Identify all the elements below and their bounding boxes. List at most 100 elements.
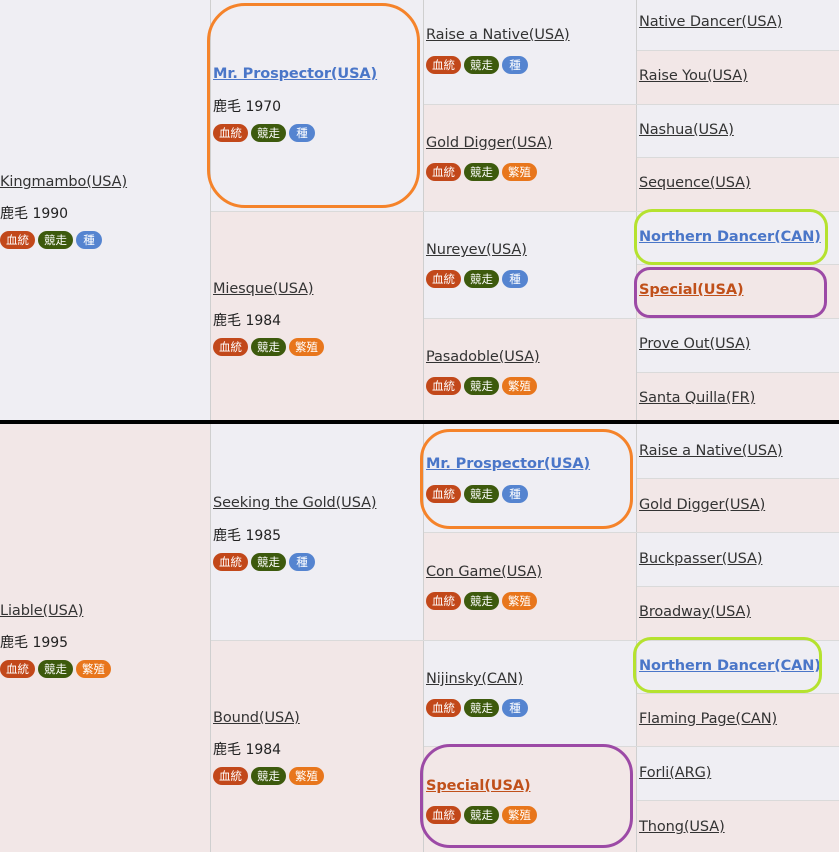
- horse-cell-gen2-3: Seeking the Gold(USA) 鹿毛 1985 血統 競走 種: [211, 424, 423, 640]
- column-divider: [423, 0, 424, 852]
- broodmare-badge[interactable]: 繁殖: [502, 592, 537, 610]
- pedigree-badge[interactable]: 血統: [213, 767, 248, 785]
- horse-color-year: 鹿毛 1984: [213, 742, 282, 758]
- horse-name-link[interactable]: Sequence(USA): [639, 175, 751, 191]
- race-record-badge[interactable]: 競走: [251, 338, 286, 356]
- horse-name-link[interactable]: Mr. Prospector(USA): [213, 66, 378, 82]
- horse-cell-gen4-11: Buckpasser(USA): [637, 533, 839, 586]
- horse-cell-gen4-9: Raise a Native(USA): [637, 424, 839, 478]
- badge-group: 血統 競走 繁殖: [426, 806, 537, 824]
- stud-badge[interactable]: 種: [502, 270, 528, 288]
- horse-name-link[interactable]: Mr. Prospector(USA): [426, 456, 591, 472]
- stud-badge[interactable]: 種: [502, 485, 528, 503]
- race-record-badge[interactable]: 競走: [38, 660, 73, 678]
- horse-name-link[interactable]: Santa Quilla(FR): [639, 390, 756, 406]
- race-record-badge[interactable]: 競走: [464, 592, 499, 610]
- horse-name-link[interactable]: Nashua(USA): [639, 122, 734, 138]
- badge-group: 血統 競走 種: [426, 699, 528, 717]
- pedigree-badge[interactable]: 血統: [426, 56, 461, 74]
- row-divider: [637, 800, 839, 801]
- broodmare-badge[interactable]: 繁殖: [76, 660, 111, 678]
- horse-name-link[interactable]: Special(USA): [639, 282, 744, 298]
- horse-name-link[interactable]: Broadway(USA): [639, 604, 751, 620]
- pedigree-badge[interactable]: 血統: [426, 377, 461, 395]
- horse-name-link[interactable]: Raise a Native(USA): [639, 443, 783, 459]
- race-record-badge[interactable]: 競走: [464, 270, 499, 288]
- row-divider: [424, 532, 839, 533]
- horse-name-link[interactable]: Miesque(USA): [213, 281, 314, 297]
- race-record-badge[interactable]: 競走: [464, 56, 499, 74]
- horse-cell-gen4-6: Special(USA): [637, 265, 839, 318]
- horse-name-link[interactable]: Nijinsky(CAN): [426, 671, 524, 687]
- race-record-badge[interactable]: 競走: [251, 124, 286, 142]
- pedigree-badge[interactable]: 血統: [213, 553, 248, 571]
- horse-name-link[interactable]: Bound(USA): [213, 710, 300, 726]
- horse-name-link[interactable]: Special(USA): [426, 778, 531, 794]
- horse-name-link[interactable]: Nureyev(USA): [426, 242, 527, 258]
- row-divider: [637, 157, 839, 158]
- horse-cell-gen3-7: Nijinsky(CAN) 血統 競走 種: [424, 641, 636, 746]
- horse-name-link[interactable]: Pasadoble(USA): [426, 349, 540, 365]
- horse-cell-gen4-7: Prove Out(USA): [637, 319, 839, 372]
- horse-name-link[interactable]: Gold Digger(USA): [639, 497, 766, 513]
- race-record-badge[interactable]: 競走: [38, 231, 73, 249]
- pedigree-badge[interactable]: 血統: [213, 338, 248, 356]
- row-divider: [424, 318, 839, 319]
- horse-name-link[interactable]: Liable(USA): [0, 603, 84, 619]
- stud-badge[interactable]: 種: [289, 553, 315, 571]
- pedigree-badge[interactable]: 血統: [426, 163, 461, 181]
- pedigree-badge[interactable]: 血統: [426, 485, 461, 503]
- pedigree-badge[interactable]: 血統: [426, 806, 461, 824]
- horse-color-year: 鹿毛 1995: [0, 635, 69, 651]
- horse-name-link[interactable]: Native Dancer(USA): [639, 14, 783, 30]
- race-record-badge[interactable]: 競走: [464, 377, 499, 395]
- row-divider: [637, 50, 839, 51]
- pedigree-badge[interactable]: 血統: [426, 592, 461, 610]
- stud-badge[interactable]: 種: [502, 699, 528, 717]
- stud-badge[interactable]: 種: [289, 124, 315, 142]
- horse-color-year: 鹿毛 1990: [0, 206, 69, 222]
- stud-badge[interactable]: 種: [502, 56, 528, 74]
- pedigree-badge[interactable]: 血統: [213, 124, 248, 142]
- broodmare-badge[interactable]: 繁殖: [289, 767, 324, 785]
- horse-name-link[interactable]: Con Game(USA): [426, 564, 542, 580]
- badge-group: 血統 競走 繁殖: [0, 660, 111, 678]
- race-record-badge[interactable]: 競走: [464, 485, 499, 503]
- pedigree-badge[interactable]: 血統: [0, 231, 35, 249]
- pedigree-badge[interactable]: 血統: [426, 699, 461, 717]
- stud-badge[interactable]: 種: [76, 231, 102, 249]
- horse-name-link[interactable]: Northern Dancer(CAN): [639, 229, 821, 245]
- horse-name-link[interactable]: Kingmambo(USA): [0, 174, 128, 190]
- row-divider: [637, 586, 839, 587]
- pedigree-badge[interactable]: 血統: [0, 660, 35, 678]
- horse-name-link[interactable]: Prove Out(USA): [639, 336, 751, 352]
- horse-color-year: 鹿毛 1984: [213, 313, 282, 329]
- horse-name-link[interactable]: Flaming Page(CAN): [639, 711, 778, 727]
- horse-cell-gen4-15: Forli(ARG): [637, 747, 839, 800]
- row-divider: [424, 746, 839, 747]
- race-record-badge[interactable]: 競走: [464, 163, 499, 181]
- horse-cell-gen2-1: Mr. Prospector(USA) 鹿毛 1970 血統 競走 種: [211, 0, 423, 211]
- race-record-badge[interactable]: 競走: [251, 553, 286, 571]
- horse-name-link[interactable]: Forli(ARG): [639, 765, 712, 781]
- horse-name-link[interactable]: Seeking the Gold(USA): [213, 495, 377, 511]
- horse-cell-gen3-3: Nureyev(USA) 血統 競走 種: [424, 212, 636, 318]
- horse-name-link[interactable]: Northern Dancer(CAN): [639, 658, 821, 674]
- horse-name-link[interactable]: Raise a Native(USA): [426, 27, 570, 43]
- horse-name-link[interactable]: Buckpasser(USA): [639, 551, 763, 567]
- broodmare-badge[interactable]: 繁殖: [502, 163, 537, 181]
- horse-name-link[interactable]: Gold Digger(USA): [426, 135, 553, 151]
- race-record-badge[interactable]: 競走: [464, 806, 499, 824]
- horse-cell-dam: Liable(USA) 鹿毛 1995 血統 競走 繁殖: [0, 424, 210, 852]
- horse-cell-gen4-3: Nashua(USA): [637, 105, 839, 157]
- broodmare-badge[interactable]: 繁殖: [289, 338, 324, 356]
- broodmare-badge[interactable]: 繁殖: [502, 377, 537, 395]
- broodmare-badge[interactable]: 繁殖: [502, 806, 537, 824]
- row-divider: [637, 478, 839, 479]
- sire-dam-separator: [0, 420, 839, 424]
- race-record-badge[interactable]: 競走: [464, 699, 499, 717]
- horse-name-link[interactable]: Raise You(USA): [639, 68, 748, 84]
- pedigree-badge[interactable]: 血統: [426, 270, 461, 288]
- race-record-badge[interactable]: 競走: [251, 767, 286, 785]
- horse-name-link[interactable]: Thong(USA): [639, 819, 725, 835]
